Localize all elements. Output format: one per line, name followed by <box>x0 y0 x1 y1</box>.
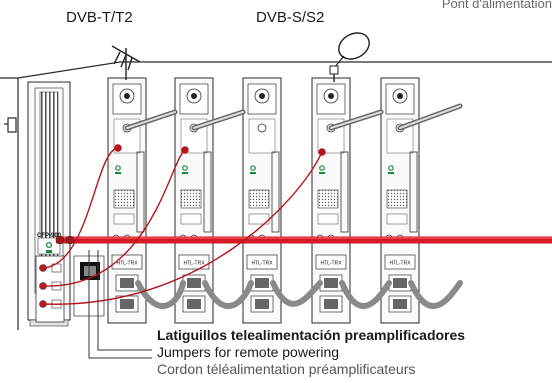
dvb-s-label: DVB-S/S2 <box>256 9 325 26</box>
remote-power-jumpers <box>42 144 326 305</box>
module-5-trx-label: HTL-TRX <box>389 261 411 267</box>
rf-loop-cables <box>135 280 463 309</box>
caption-leader-lines <box>88 250 152 359</box>
red-bus-cable <box>55 235 552 245</box>
module-1-trx-label: HTL-TRX <box>116 261 138 267</box>
satellite-dish-icon <box>329 32 370 82</box>
module-2: HTL-TRX <box>174 77 214 324</box>
dvb-t-label: DVB-T/T2 <box>66 9 133 26</box>
module-2-trx-label: HTL-TRX <box>183 261 205 267</box>
partial-top-right-label: Pont d'alimentation <box>441 0 552 11</box>
caption-spanish: Latiguillos telealimentación preamplific… <box>157 327 466 343</box>
chassis <box>0 61 552 330</box>
module-3-trx-label: HTL-TRX <box>251 261 273 267</box>
caption-french: Cordon téléalimentation préamplificateur… <box>157 361 416 377</box>
module-4-trx-label: HTL-TRX <box>320 261 342 267</box>
caption-english: Jumpers for remote powering <box>157 344 340 360</box>
antenna-icon <box>111 45 141 80</box>
power-supply-name: CFP-900 <box>37 233 62 239</box>
